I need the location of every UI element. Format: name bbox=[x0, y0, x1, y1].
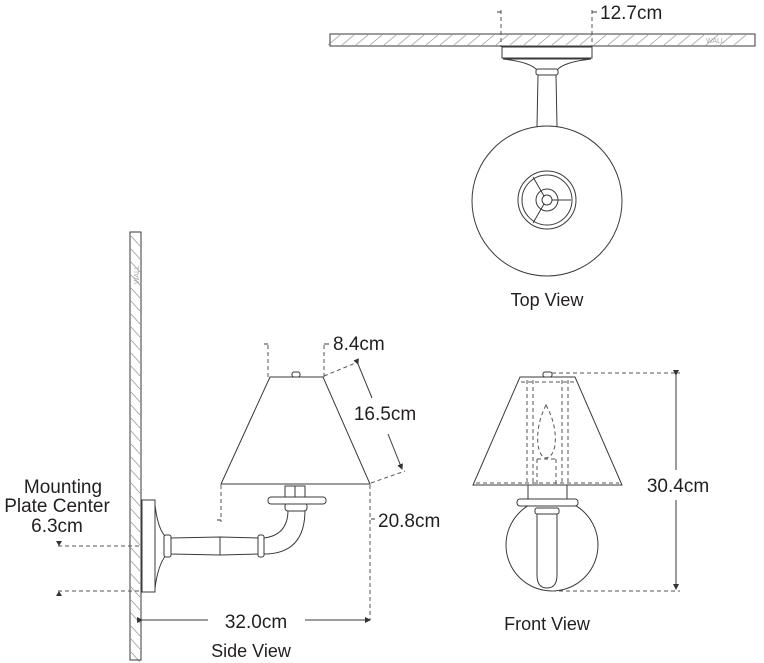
hatch-line bbox=[411, 34, 425, 46]
bobeche-front bbox=[516, 498, 579, 507]
height-dim-side: 20.8cm bbox=[378, 511, 440, 532]
hatch-line bbox=[130, 456, 141, 468]
hatch-line bbox=[579, 34, 593, 46]
hatch-line bbox=[130, 482, 141, 494]
shade-slant-dim: 16.5cm bbox=[354, 404, 416, 425]
hatch-line bbox=[130, 508, 141, 520]
front-view-label: Front View bbox=[504, 614, 591, 634]
hatch-line bbox=[705, 34, 719, 46]
side-view-label: Side View bbox=[211, 641, 292, 661]
hatch-line bbox=[397, 34, 411, 46]
hatch-line bbox=[453, 34, 467, 46]
wall-hatch-side bbox=[130, 235, 141, 663]
wall-top bbox=[329, 33, 756, 47]
hatch-line bbox=[130, 547, 141, 559]
hatch-line bbox=[130, 339, 141, 351]
mounting-label-line2: Plate Center bbox=[4, 496, 110, 517]
hatch-line bbox=[130, 443, 141, 455]
projection-dim: 32.0cm bbox=[225, 612, 287, 633]
hatch-line bbox=[130, 586, 141, 598]
hatch-line bbox=[130, 274, 141, 286]
hatch-line bbox=[691, 34, 705, 46]
wall-label-top: WALL bbox=[706, 38, 725, 45]
hatch-line bbox=[130, 287, 141, 299]
hatch-line bbox=[369, 34, 383, 46]
hatch-line bbox=[495, 34, 509, 46]
hatch-line bbox=[130, 612, 141, 624]
side-view: WALL 8.4cm 16.5cm 20.8cm 32.0 bbox=[4, 231, 440, 663]
hatch-line bbox=[130, 599, 141, 611]
arm-side bbox=[170, 536, 259, 556]
wall-side bbox=[129, 231, 142, 661]
hatch-line bbox=[130, 573, 141, 585]
hatch-line bbox=[467, 34, 481, 46]
shade-top-dim: 8.4cm bbox=[333, 334, 385, 355]
mounting-plate-side bbox=[141, 499, 156, 593]
hatch-line bbox=[130, 248, 141, 260]
hatch-line bbox=[481, 34, 495, 46]
hatch-line bbox=[523, 34, 537, 46]
hatch-line bbox=[733, 34, 747, 46]
hatch-line bbox=[130, 638, 141, 650]
hatch-line bbox=[130, 521, 141, 533]
hatch-line bbox=[425, 34, 439, 46]
hatch-line bbox=[130, 261, 141, 273]
bobeche-side bbox=[267, 496, 327, 505]
arm-front bbox=[536, 507, 558, 589]
hatch-line bbox=[130, 235, 141, 247]
hatch-line bbox=[130, 326, 141, 338]
candle-flame-icon bbox=[537, 403, 556, 459]
mounting-value: 6.3cm bbox=[31, 516, 83, 537]
mounting-plate-top bbox=[501, 46, 593, 59]
hatch-line bbox=[130, 378, 141, 390]
front-view: 30.4cm Front View bbox=[472, 370, 709, 634]
wall-label-side: WALL bbox=[134, 265, 141, 284]
hatch-line bbox=[341, 34, 355, 46]
hatch-line bbox=[355, 34, 369, 46]
hatch-line bbox=[130, 352, 141, 364]
hatch-line bbox=[663, 34, 677, 46]
hatch-line bbox=[565, 34, 579, 46]
height-dim-front: 30.4cm bbox=[647, 476, 709, 497]
hatch-line bbox=[439, 34, 453, 46]
elbow-side bbox=[263, 509, 306, 555]
mounting-label-line1: Mounting bbox=[24, 477, 102, 498]
hatch-line bbox=[130, 313, 141, 325]
top-width-dim: 12.7cm bbox=[600, 3, 662, 24]
top-view: WALL 12.7cm Top View bbox=[327, 3, 756, 310]
hatch-line bbox=[649, 34, 663, 46]
hatch-line bbox=[719, 34, 733, 46]
wall-hatch-top bbox=[327, 34, 747, 46]
hatch-line bbox=[130, 404, 141, 416]
hatch-line bbox=[130, 430, 141, 442]
hatch-line bbox=[509, 34, 523, 46]
hatch-line bbox=[607, 34, 621, 46]
hatch-line bbox=[635, 34, 649, 46]
shade-side bbox=[220, 376, 371, 485]
hatch-line bbox=[130, 300, 141, 312]
hatch-line bbox=[677, 34, 691, 46]
hatch-line bbox=[593, 34, 607, 46]
hatch-line bbox=[621, 34, 635, 46]
hatch-line bbox=[130, 469, 141, 481]
hatch-line bbox=[130, 560, 141, 572]
hatch-line bbox=[130, 365, 141, 377]
hatch-line bbox=[551, 34, 565, 46]
shade-front bbox=[472, 376, 623, 486]
hatch-line bbox=[537, 34, 551, 46]
top-view-label: Top View bbox=[511, 290, 585, 310]
hatch-line bbox=[130, 495, 141, 507]
hatch-line bbox=[130, 534, 141, 546]
hatch-line bbox=[383, 34, 397, 46]
arm-top bbox=[536, 74, 558, 128]
hatch-line bbox=[130, 417, 141, 429]
hatch-line bbox=[130, 391, 141, 403]
hatch-line bbox=[130, 625, 141, 637]
